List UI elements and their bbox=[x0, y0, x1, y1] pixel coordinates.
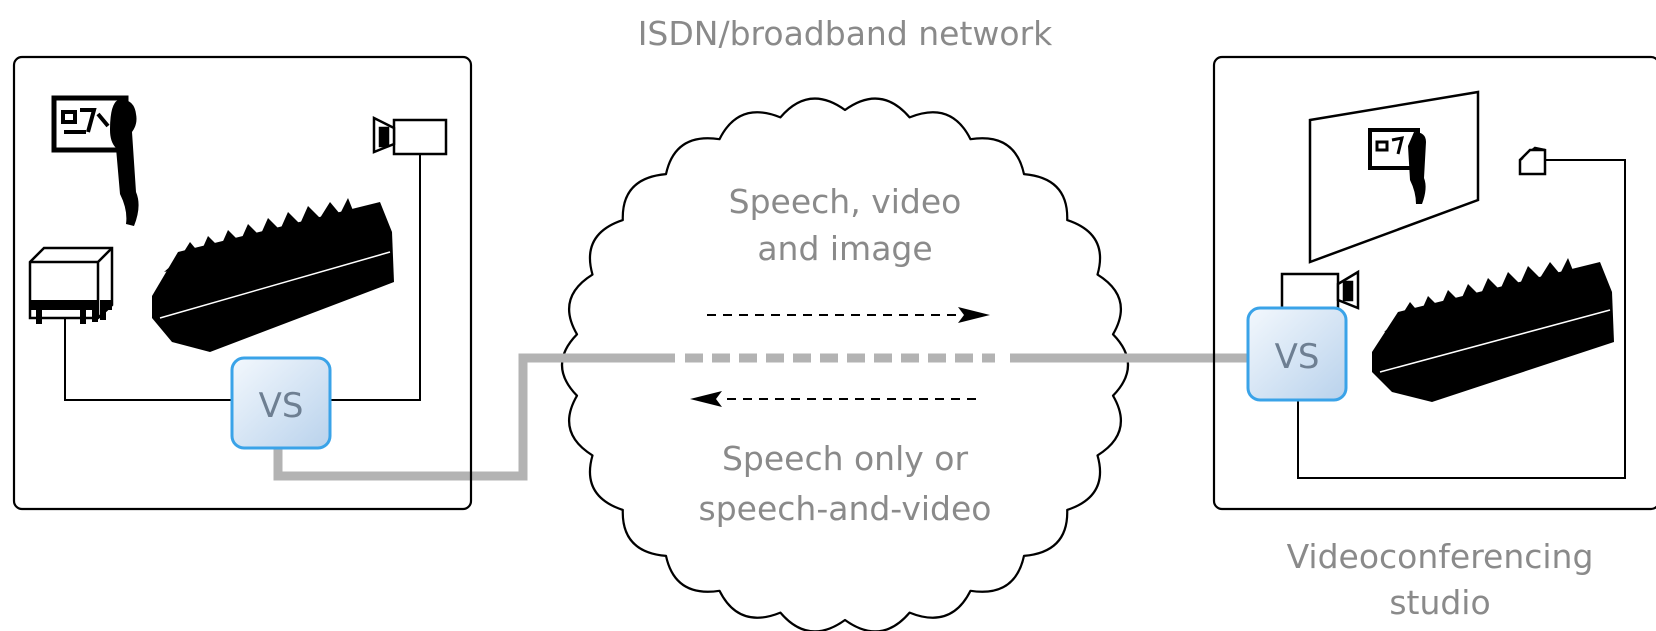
right-site-wires bbox=[1297, 159, 1626, 479]
forward-traffic-label-line1: Speech, video bbox=[729, 182, 962, 221]
left-site: VS bbox=[12, 55, 473, 511]
right-vs-label: VS bbox=[1275, 337, 1320, 377]
network-cloud bbox=[561, 97, 1129, 631]
network-link-line bbox=[273, 353, 1252, 481]
forward-arrow bbox=[707, 307, 990, 323]
right-site-frame bbox=[1212, 55, 1656, 511]
return-traffic-label-line2: speech-and-video bbox=[699, 489, 992, 528]
projection-screen-icon bbox=[1308, 90, 1480, 264]
return-arrow bbox=[690, 391, 976, 407]
right-vs-unit: VS bbox=[1246, 306, 1348, 402]
right-site-caption-line1: Videoconferencing bbox=[1287, 537, 1594, 576]
left-site-wires bbox=[64, 150, 421, 401]
left-vs-unit: VS bbox=[230, 356, 332, 450]
left-camera-icon bbox=[372, 115, 448, 156]
presenter-icon bbox=[51, 95, 139, 226]
right-site: VS bbox=[1212, 55, 1656, 511]
right-site-caption-line2: studio bbox=[1389, 583, 1490, 622]
left-audience-icon bbox=[152, 198, 394, 352]
right-audience-icon bbox=[1372, 258, 1614, 402]
return-traffic-label-line1: Speech only or bbox=[722, 439, 969, 478]
forward-traffic-label-line2: and image bbox=[757, 229, 932, 268]
left-vs-label: VS bbox=[259, 386, 304, 426]
projector-icon bbox=[1518, 146, 1547, 176]
document-camera-icon bbox=[28, 246, 114, 324]
right-camera-icon bbox=[1280, 269, 1360, 312]
left-site-frame bbox=[12, 55, 473, 511]
network-label: ISDN/broadband network bbox=[638, 14, 1053, 53]
